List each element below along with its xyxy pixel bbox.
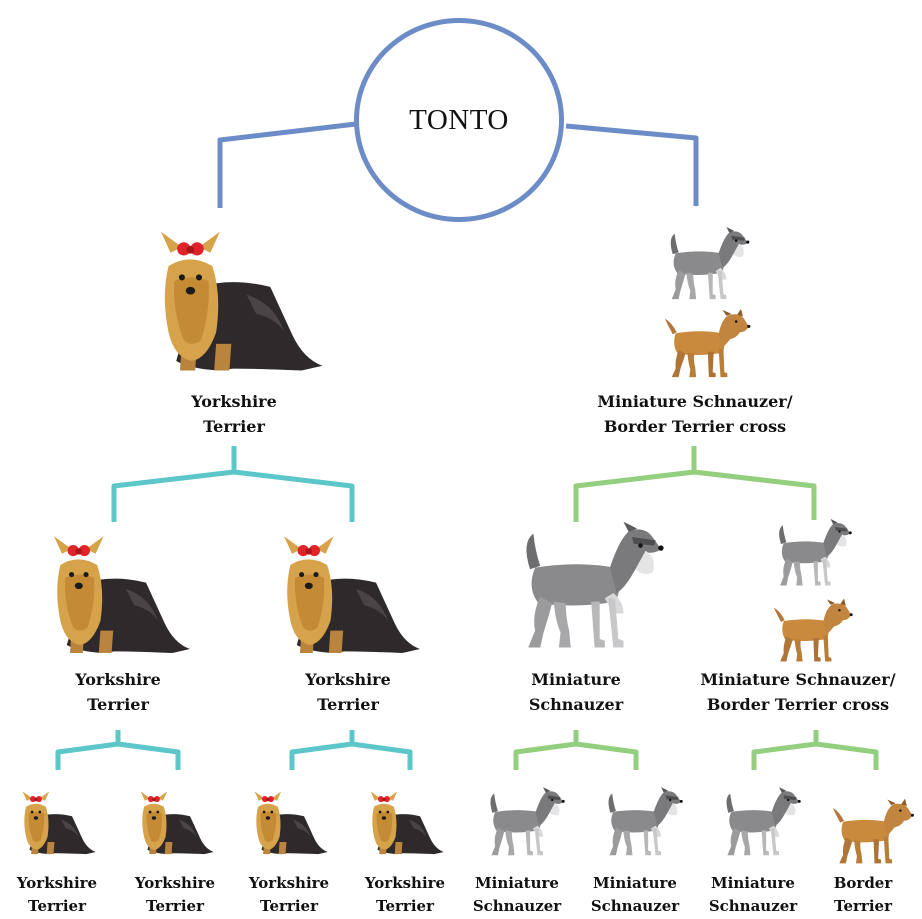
bracket-yorkie-small-right bbox=[351, 741, 413, 770]
border-terrier-icon bbox=[652, 304, 752, 382]
bracket-yorkie-small-right bbox=[117, 741, 181, 770]
root-circle: TONTO bbox=[354, 18, 564, 222]
miniature-schnauzer-icon bbox=[592, 786, 684, 860]
root-connector-right bbox=[565, 123, 699, 206]
miniature-schnauzer-icon bbox=[474, 786, 566, 860]
miniature-schnauzer-icon bbox=[762, 518, 854, 590]
bracket-yorkie-small bbox=[55, 730, 121, 770]
border-terrier-icon bbox=[818, 794, 918, 868]
parent-label-right: Miniature Schnauzer/Border Terrier cross bbox=[597, 392, 793, 436]
bracket-cross bbox=[573, 446, 697, 522]
bracket-yorkie bbox=[111, 446, 237, 522]
yorkshire-terrier-icon bbox=[246, 788, 332, 860]
bracket-yorkie-right bbox=[233, 469, 355, 522]
yorkshire-terrier-icon bbox=[38, 532, 198, 662]
root-connector-left bbox=[217, 121, 357, 208]
miniature-schnauzer-icon bbox=[710, 786, 802, 860]
bracket-schnauzer-small bbox=[513, 730, 579, 770]
miniature-schnauzer-icon bbox=[496, 518, 666, 658]
yorkshire-terrier-icon bbox=[362, 788, 448, 860]
yorkshire-terrier-icon bbox=[14, 788, 100, 860]
yorkshire-terrier-icon bbox=[142, 228, 332, 380]
bracket-cross-small bbox=[751, 730, 819, 770]
yorkshire-terrier-icon bbox=[132, 788, 218, 860]
bracket-yorkie-small bbox=[289, 730, 355, 770]
bracket-cross-right bbox=[693, 469, 817, 520]
bracket-schnauzer-small-right bbox=[575, 741, 639, 770]
root-name: TONTO bbox=[409, 103, 509, 136]
grandparent-label: Miniature Schnauzer/Border Terrier cross bbox=[700, 670, 896, 714]
yorkshire-terrier-icon bbox=[268, 532, 428, 662]
miniature-schnauzer-icon bbox=[652, 226, 752, 304]
border-terrier-icon bbox=[762, 594, 854, 666]
bracket-cross-small-right bbox=[815, 741, 879, 770]
